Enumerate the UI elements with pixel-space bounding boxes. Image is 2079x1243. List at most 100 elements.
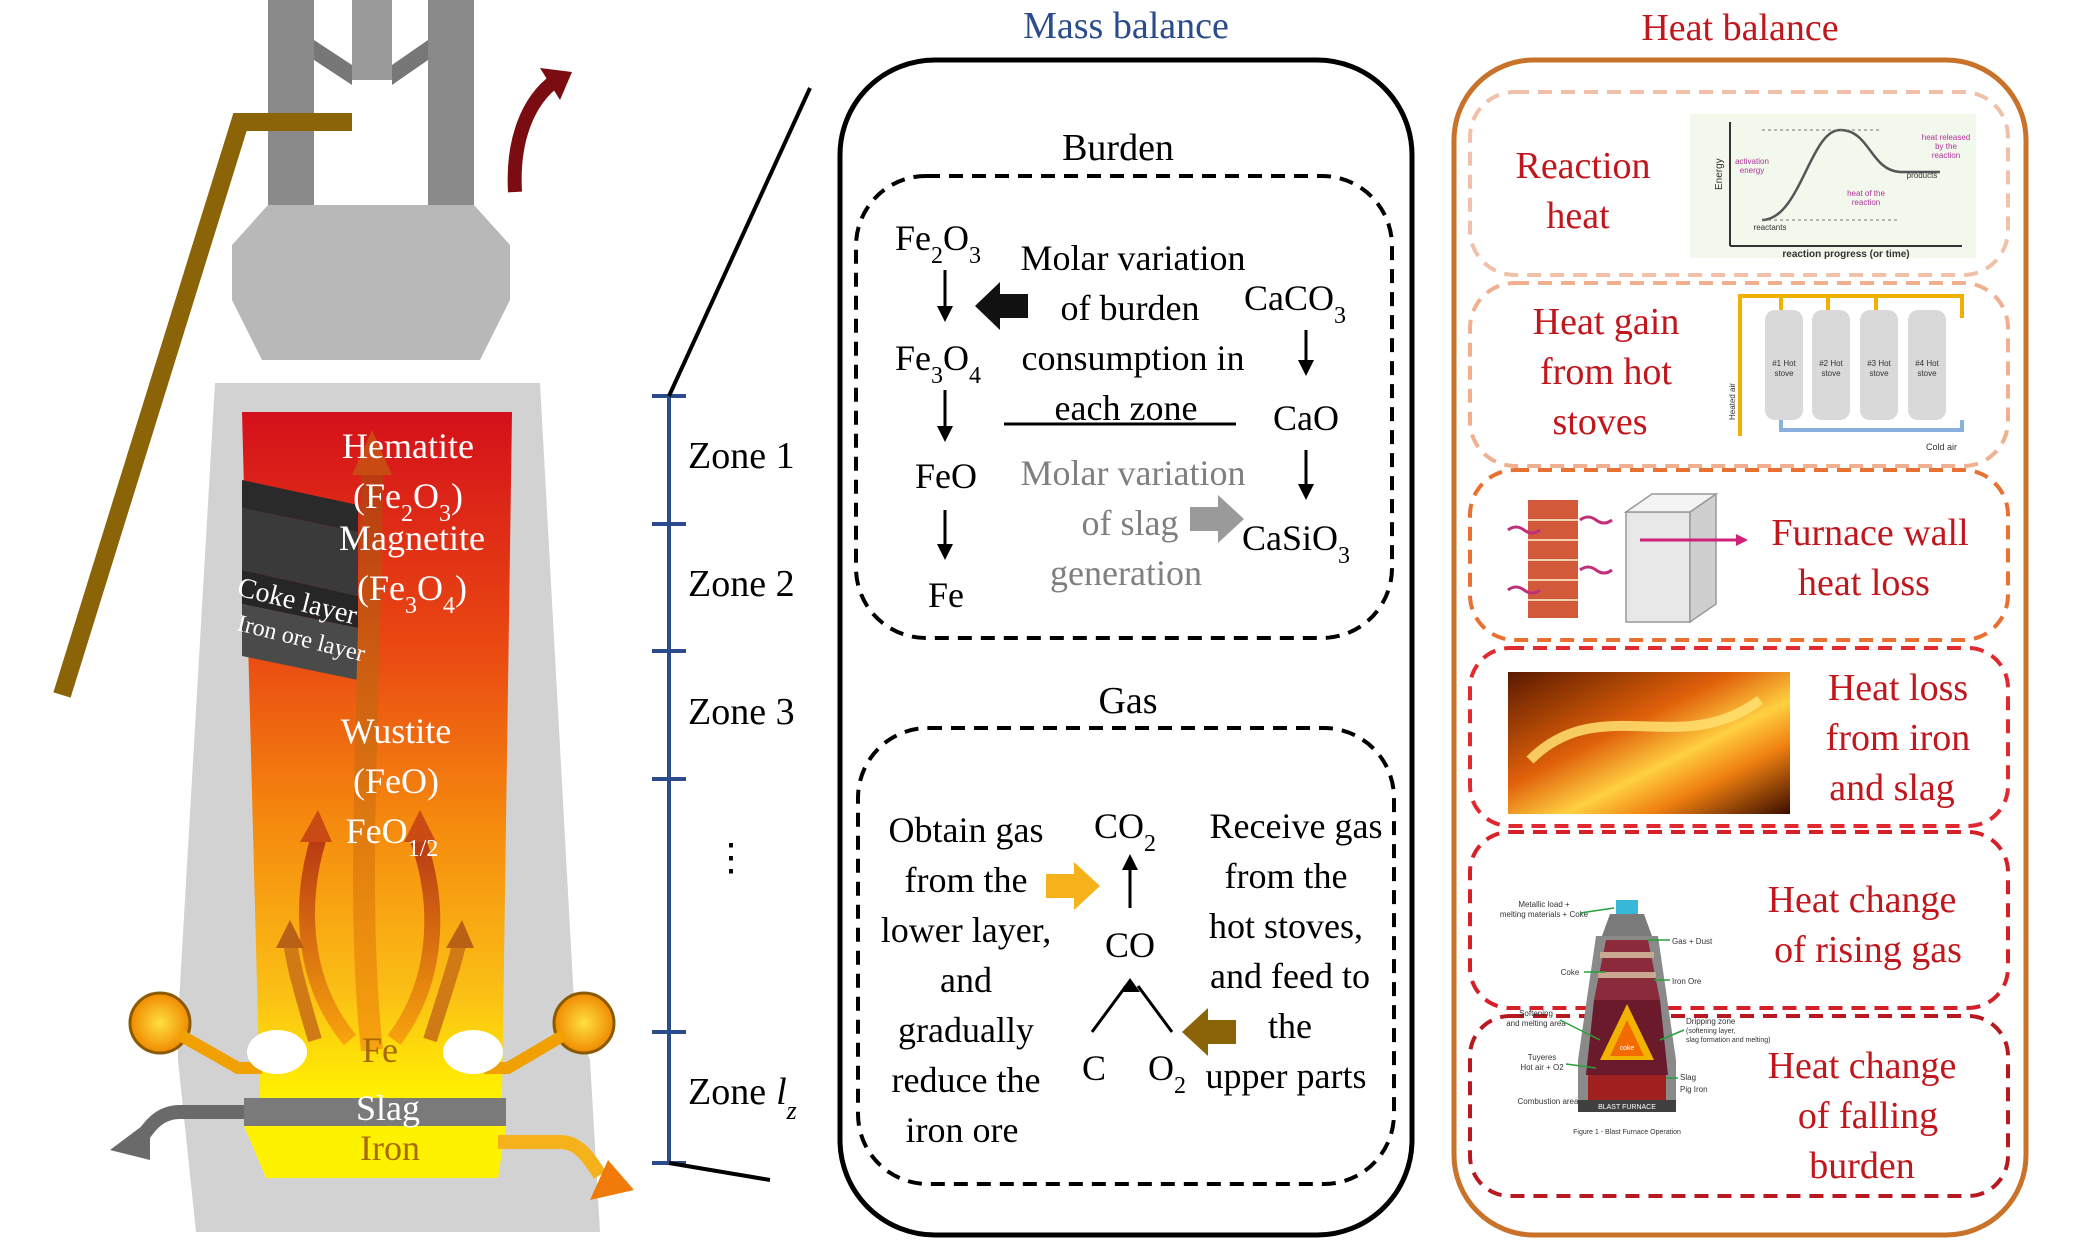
obtain-line-0: Obtain gas (889, 810, 1044, 850)
coke-layer-band (242, 480, 358, 532)
top-gas-arrow (507, 74, 561, 193)
bf-lead-7 (1565, 1063, 1597, 1069)
hot-gas-arrow-left (299, 837, 357, 1046)
bf-left-3: Softening (1519, 1009, 1553, 1018)
bf-band-2 (1598, 972, 1656, 978)
ore-layer-band (242, 508, 358, 596)
arrowhead-fe3o4-feo (937, 426, 953, 442)
bf-core (1610, 1020, 1644, 1056)
ore-layer-band-2 (242, 604, 358, 680)
burden-text-line2: of burden (1061, 288, 1200, 328)
bf-right-2: Dripping zone (1686, 1017, 1736, 1026)
rising-gas-line2: of rising gas (1774, 929, 1962, 971)
bf-right-5: Slag (1680, 1073, 1696, 1082)
bf-lead-5 (1559, 1019, 1601, 1041)
bf-left-2: Coke (1561, 968, 1580, 977)
duct-cross-left (314, 40, 352, 85)
slab-face (1625, 511, 1691, 623)
tuyere-pipe-left (177, 1029, 262, 1074)
obtain-line-1: from the (905, 860, 1028, 900)
bf-right-3: (softening layer, (1686, 1028, 1735, 1035)
stove-3 (1860, 310, 1898, 420)
hot-stoves-box (1468, 281, 2010, 468)
hot-stoves-line2: from hot (1540, 351, 1672, 393)
slag-text-line1: Molar variation (1021, 453, 1246, 493)
rising-gas-box (1468, 830, 2010, 1010)
burden-box (854, 174, 1394, 640)
bf-right-6: Pig Iron (1680, 1085, 1708, 1094)
slag-text-line2: of slag (1082, 503, 1179, 543)
zone-2-label: Zone 2 (688, 563, 795, 605)
burden-text-line4: each zone (1055, 388, 1198, 428)
duct-cross-right (392, 40, 428, 85)
raceway-left (247, 1030, 307, 1074)
fe3o4-label: Fe3O4 (895, 338, 981, 389)
furnace-top (232, 205, 510, 360)
receive-line-4: the (1268, 1006, 1312, 1046)
energy-activation-2: energy (1740, 166, 1764, 175)
arrowhead-co (1120, 978, 1140, 992)
iron-outlet-arrowhead (590, 1160, 634, 1200)
c-label: C (1082, 1048, 1106, 1088)
receive-line-1: from the (1225, 856, 1348, 896)
energy-xlabel: reaction progress (or time) (1782, 249, 1909, 260)
bf-lead-1 (1579, 907, 1615, 914)
receive-line-3: and feed to (1210, 956, 1370, 996)
stove-4 (1908, 310, 1946, 420)
energy-curve (1761, 128, 1940, 222)
energy-chart-bg (1690, 114, 1976, 258)
coke-layer-band-2 (242, 570, 358, 628)
co2-label: CO2 (1094, 806, 1156, 857)
bf-band-1 (1600, 952, 1654, 958)
stove-1 (1765, 310, 1803, 420)
tuyere-left (128, 991, 192, 1055)
uptake-left (268, 0, 314, 205)
bf-base-label: BLAST FURNACE (1598, 1104, 1656, 1111)
mass-balance-title: Mass balance (1023, 5, 1229, 47)
stove-1-b: stove (1774, 369, 1794, 378)
co-label: CO (1105, 925, 1155, 965)
rising-gas-line1: Heat change (1768, 879, 1957, 921)
molten-stream (1526, 695, 1763, 764)
falling-burden-line2: of falling (1798, 1095, 1938, 1137)
fe2o3-label: Fe2O3 (895, 218, 981, 269)
blast-furnace-schematic: coke BLAST FURNACE Figure 1 - Blast Furn… (1500, 900, 1770, 1136)
slag-band (244, 1098, 506, 1126)
iron-slag-box (1468, 646, 2010, 828)
reaction-heat-line1: Reaction (1515, 145, 1650, 187)
burden-text-line3: consumption in (1022, 338, 1245, 378)
energy-products: products (1907, 171, 1938, 180)
arrow-o2-co (1136, 985, 1174, 1033)
bf-right-1: Iron Ore (1672, 977, 1702, 986)
zone-3-label: Zone 3 (688, 691, 795, 733)
casio3-label: CaSiO3 (1242, 518, 1350, 569)
receive-gas-arrow (1182, 1008, 1236, 1056)
receive-line-5: upper parts (1206, 1056, 1367, 1096)
hematite-formula: (Fe2O3) (353, 476, 463, 527)
hot-gas-arrow-right (387, 837, 441, 1045)
arrowhead-caco3-cao (1298, 360, 1314, 376)
furnace-wall-line2: heat loss (1798, 562, 1930, 604)
arrow-c-co (1090, 985, 1128, 1033)
energy-released-2: by the (1935, 142, 1957, 151)
bf-left-4: and melting area (1506, 1019, 1566, 1028)
falling-burden-line1: Heat change (1768, 1045, 1957, 1087)
magnetite-formula: (Fe3O4) (357, 568, 467, 619)
bf-left-1: melting materials + Coke (1500, 910, 1589, 919)
reaction-heat-box (1468, 90, 2010, 277)
bf-left-6: Hot air + O2 (1520, 1063, 1564, 1072)
arrowhead-co-co2 (1122, 854, 1138, 870)
cao-label: CaO (1273, 398, 1339, 438)
zone-ellipsis: ⋮ (712, 837, 750, 879)
uptake-center (352, 0, 392, 80)
mass-balance-panel: Mass balance Burden Fe2O3 Fe3O4 FeO Fe M… (837, 5, 1415, 1238)
hot-stoves-schematic: #1 Hot stove #2 Hot stove #3 Hot stove #… (1728, 294, 1964, 452)
obtain-line-6: iron ore (906, 1110, 1019, 1150)
zoom-line-bottom (668, 1161, 771, 1182)
iron-slag-line2: from iron (1826, 717, 1971, 759)
energy-released-1: heat released (1922, 133, 1970, 142)
wustite-formula: (FeO) (353, 761, 439, 801)
